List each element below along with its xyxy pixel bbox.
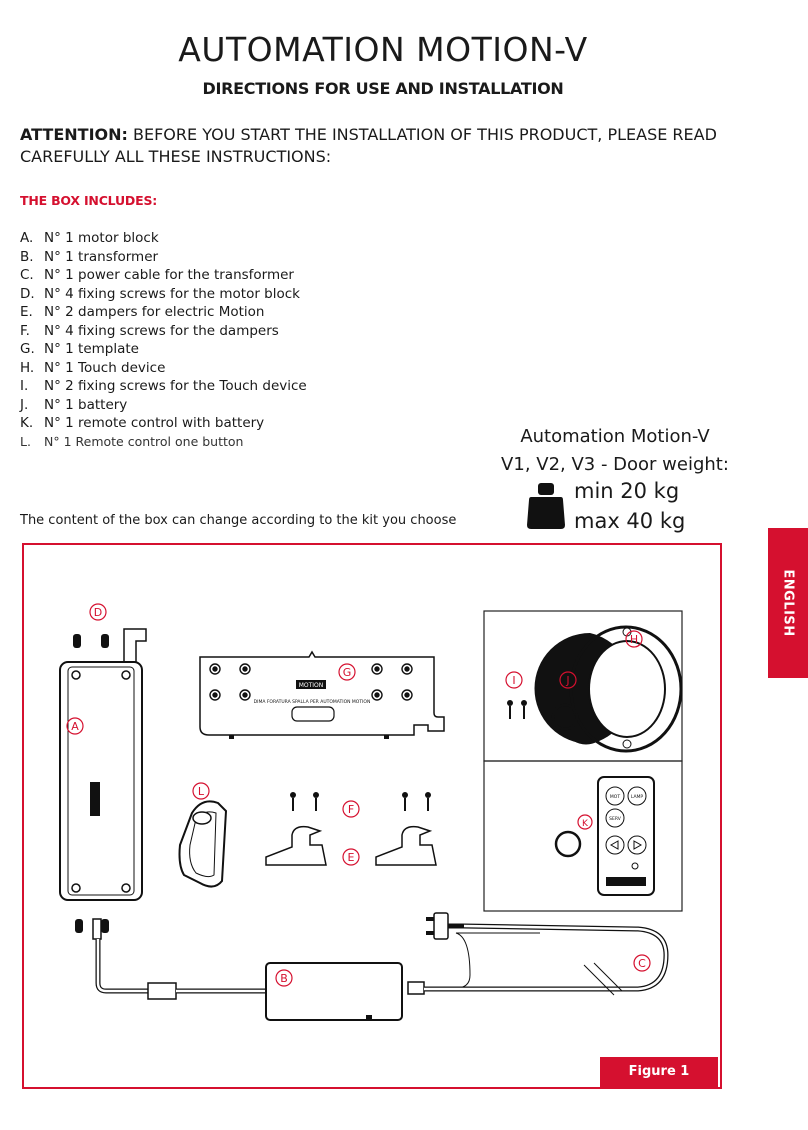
page-subtitle: DIRECTIONS FOR USE AND INSTALLATION xyxy=(202,79,564,98)
remote-control-panel: MOT LAMP SERV xyxy=(483,760,683,912)
attention-notice: ATTENTION: BEFORE YOU START THE INSTALLA… xyxy=(20,124,720,168)
spec-versions: V1, V2, V3 - Door weight: xyxy=(501,454,729,475)
remote-button-lamp: LAMP xyxy=(631,794,644,800)
box-contents-heading: THE BOX INCLUDES: xyxy=(20,193,158,208)
one-button-remote-part xyxy=(178,800,228,888)
min-weight: min 20 kg xyxy=(574,479,680,503)
kit-note: The content of the box can change accord… xyxy=(20,513,457,528)
motor-block-part xyxy=(59,628,147,940)
transformer-part xyxy=(95,932,540,1021)
part-labels: A B C D E F G H I J K L xyxy=(66,603,651,987)
list-item: D.N° 4 fixing screws for the motor block xyxy=(20,285,300,302)
weight-icon xyxy=(527,483,565,529)
list-item: F.N° 4 fixing screws for the dampers xyxy=(20,322,279,339)
language-label: ENGLISH xyxy=(780,569,796,637)
template-part: MOTION DIMA FORATURA SPALLA PER AUTOMATI… xyxy=(199,650,445,739)
label-h: H xyxy=(630,633,638,646)
language-tab: ENGLISH xyxy=(768,528,808,678)
label-e: E xyxy=(348,851,355,864)
components-diagram: MOT LAMP SERV MOTION DIMA FORATURA SPALL… xyxy=(59,603,683,1021)
list-item: A.N° 1 motor block xyxy=(20,230,159,246)
power-cable-part xyxy=(424,912,669,996)
touch-device-panel xyxy=(483,610,683,762)
remote-button-mot: MOT xyxy=(610,794,620,800)
list-item: B.N° 1 transformer xyxy=(20,248,159,265)
label-d: D xyxy=(94,606,102,619)
label-i: I xyxy=(512,674,515,687)
list-item: I.N° 2 fixing screws for the Touch devic… xyxy=(20,378,307,394)
max-weight: max 40 kg xyxy=(574,509,686,533)
spec-title: Automation Motion-V xyxy=(520,426,710,447)
template-caption: DIMA FORATURA SPALLA PER AUTOMATION MOTI… xyxy=(254,699,371,705)
list-item: G.N° 1 template xyxy=(20,341,139,357)
dampers-part xyxy=(265,792,437,866)
list-item: E.N° 2 dampers for electric Motion xyxy=(20,304,265,320)
figure-frame xyxy=(22,543,722,1089)
label-g: G xyxy=(343,666,352,679)
label-b: B xyxy=(280,972,288,985)
box-contents-list: A.N° 1 motor block B.N° 1 transformer C.… xyxy=(20,229,460,451)
list-item: H.N° 1 Touch device xyxy=(20,359,166,376)
list-item: C.N° 1 power cable for the transformer xyxy=(20,267,294,283)
list-item: L.N° 1 Remote control one button xyxy=(20,433,244,449)
label-j: J xyxy=(565,674,569,687)
list-item: J.N° 1 battery xyxy=(20,396,128,413)
label-l: L xyxy=(198,785,205,798)
label-f: F xyxy=(348,803,354,816)
template-brand: MOTION xyxy=(299,682,324,689)
figure-label: Figure 1 xyxy=(600,1057,718,1087)
label-k: K xyxy=(582,819,589,829)
remote-button-serv: SERV xyxy=(609,816,622,822)
attention-text: BEFORE YOU START THE INSTALLATION OF THI… xyxy=(20,125,717,166)
page-title: AUTOMATION MOTION-V xyxy=(178,30,588,69)
attention-label: ATTENTION: xyxy=(20,125,128,144)
list-item: K.N° 1 remote control with battery xyxy=(20,415,265,431)
label-c: C xyxy=(638,957,646,970)
label-a: A xyxy=(71,720,79,733)
